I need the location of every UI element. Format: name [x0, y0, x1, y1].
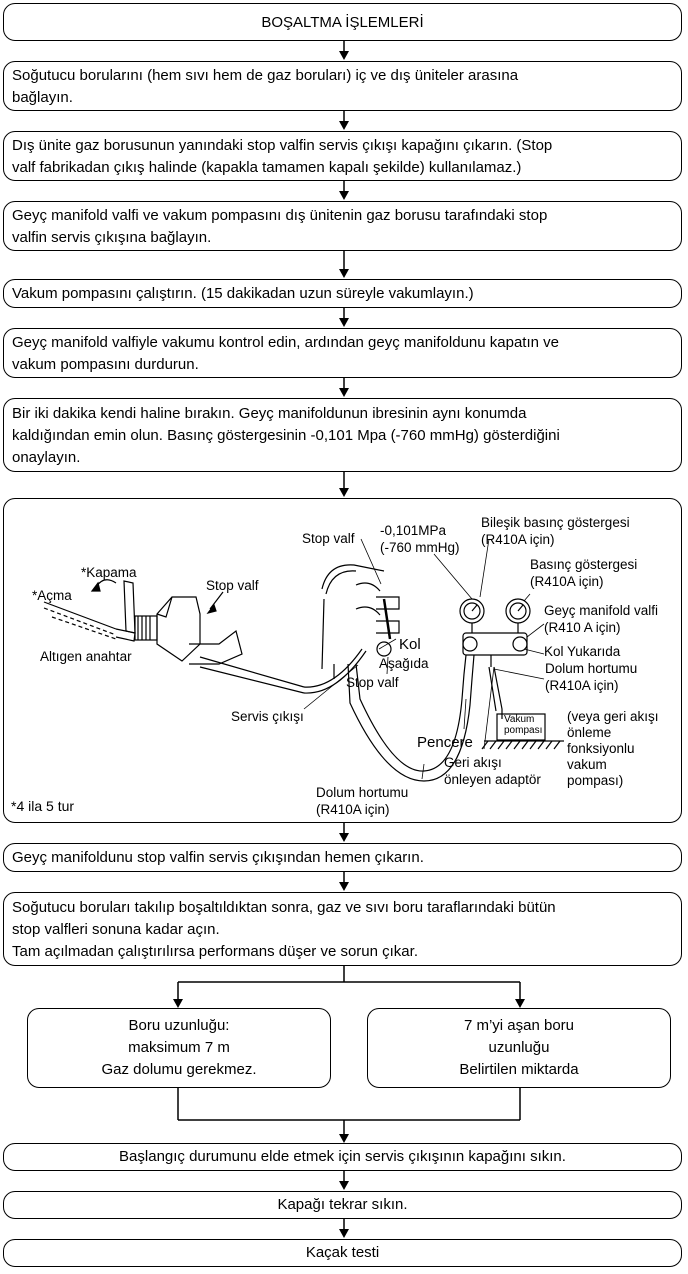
step-3-line-2: valfin servis çıkışına bağlayın. — [12, 229, 212, 246]
outdoor-unit-icon — [321, 564, 400, 679]
label-altigen-anahtar: Altıgen anahtar — [40, 649, 132, 664]
step-8: Soğutucu boruları takılıp boşaltıldıktan… — [3, 892, 682, 966]
step-9-text: Başlangıç durumunu elde etmek için servi… — [119, 1148, 566, 1165]
vacuum-pump-icon — [481, 713, 564, 750]
left-branch-box: Boru uzunluğu: maksimum 7 m Gaz dolumu g… — [27, 1008, 331, 1088]
arrow-down-icon — [339, 823, 349, 842]
label-dolum-b2: (R410A için) — [316, 802, 390, 817]
step-9: Başlangıç durumunu elde etmek için servi… — [3, 1143, 682, 1171]
label-veya-5: pompası) — [567, 773, 624, 788]
label-stop-valf-1: Stop valf — [206, 578, 259, 593]
label-basinc-2: (R410A için) — [530, 574, 604, 589]
step-6-line-3: onaylayın. — [12, 449, 81, 466]
label-vakum-1: Vakum — [504, 714, 535, 725]
label-vakum-2: pompası — [504, 725, 543, 736]
step-6: Bir iki dakika kendi haline bırakın. Gey… — [3, 398, 682, 472]
branch-connector — [173, 966, 525, 1008]
left-branch-line-2: maksimum 7 m — [128, 1039, 230, 1056]
label-geri-1: Geri akışı — [444, 755, 502, 770]
arrow-down-icon — [339, 872, 349, 891]
label-bilesik-2: (R410A için) — [481, 532, 555, 547]
step-8-line-2: stop valfleri sonuna kadar açın. — [12, 921, 220, 938]
merge-connector — [177, 1088, 521, 1143]
label-pencere: Pencere — [417, 734, 473, 751]
label-dolum-1: Dolum hortumu — [545, 661, 638, 676]
arrow-down-icon — [339, 41, 349, 60]
step-5: Geyç manifold valfiyle vakumu kontrol ed… — [3, 328, 682, 378]
right-branch-line-2: uzunluğu — [488, 1039, 550, 1056]
label-servis-cikisi: Servis çıkışı — [231, 709, 304, 724]
illustration-box: *Kapama *Açma Altıgen anahtar Stop valf … — [3, 498, 682, 823]
step-4-line-1: Vakum pompasını çalıştırın. (15 dakikada… — [12, 285, 474, 302]
label-pressure-2: (-760 mmHg) — [380, 540, 460, 555]
label-stop-valf-3: Stop valf — [346, 675, 399, 690]
step-2: Dış ünite gaz borusunun yanındaki stop v… — [3, 131, 682, 181]
vacuum-setup-illustration — [43, 538, 564, 782]
label-manifold-1: Geyç manifold valfi — [544, 603, 659, 618]
label-kapama: *Kapama — [81, 565, 137, 580]
label-bilesik-1: Bileşik basınç göstergesi — [481, 515, 630, 530]
step-7-line-1: Geyç manifoldunu stop valfin servis çıkı… — [12, 849, 424, 866]
arrow-down-icon — [339, 111, 349, 130]
step-8-line-3: Tam açılmadan çalıştırılırsa performans … — [12, 943, 418, 960]
label-manifold-2: (R410 A için) — [544, 620, 621, 635]
step-5-line-2: vakum pompasını durdurun. — [12, 356, 199, 373]
step-1-line-1: Soğutucu borularını (hem sıvı hem de gaz… — [12, 67, 519, 84]
hex-wrench-icon — [43, 579, 136, 642]
arrow-down-icon — [339, 308, 349, 327]
step-3-line-1: Geyç manifold valfi ve vakum pompasını d… — [12, 207, 548, 224]
page-title: BOŞALTMA İŞLEMLERİ — [261, 14, 424, 31]
step-6-line-1: Bir iki dakika kendi haline bırakın. Gey… — [12, 405, 527, 422]
arrow-down-icon — [339, 378, 349, 397]
step-6-line-2: kaldığından emin olun. Basınç göstergesi… — [12, 427, 560, 444]
stop-valve-icon — [134, 591, 367, 694]
label-tur: *4 ila 5 tur — [11, 798, 75, 814]
label-geri-2: önleyen adaptör — [444, 772, 541, 787]
label-pressure-1: -0,101MPa — [380, 523, 447, 538]
label-basinc-1: Basınç göstergesi — [530, 557, 638, 572]
step-5-line-1: Geyç manifold valfiyle vakumu kontrol ed… — [12, 334, 559, 351]
arrow-down-icon — [339, 472, 349, 497]
right-branch-box: 7 m’yi aşan boru uzunluğu Belirtilen mik… — [367, 1008, 671, 1088]
left-branch-line-3: Gaz dolumu gerekmez. — [101, 1061, 257, 1078]
arrow-down-icon — [339, 1219, 349, 1238]
label-kol-yukarida: Kol Yukarıda — [544, 644, 621, 659]
label-veya-3: fonksiyonlu — [567, 741, 635, 756]
arrow-down-icon — [339, 251, 349, 278]
label-veya-1: (veya geri akışı — [567, 709, 659, 724]
label-kol: Kol — [399, 636, 421, 653]
label-dolum-b1: Dolum hortumu — [316, 785, 409, 800]
label-asagida: Aşağıda — [379, 656, 429, 671]
step-2-line-1: Dış ünite gaz borusunun yanındaki stop v… — [12, 137, 553, 154]
step-8-line-1: Soğutucu boruları takılıp boşaltıldıktan… — [12, 899, 556, 916]
step-1: Soğutucu borularını (hem sıvı hem de gaz… — [3, 61, 682, 111]
step-11: Kaçak testi — [3, 1239, 682, 1267]
step-3: Geyç manifold valfi ve vakum pompasını d… — [3, 201, 682, 251]
label-veya-4: vakum — [567, 757, 607, 772]
step-10-text: Kapağı tekrar sıkın. — [277, 1196, 408, 1213]
label-stop-valf-2: Stop valf — [302, 531, 355, 546]
step-10: Kapağı tekrar sıkın. — [3, 1191, 682, 1219]
step-2-line-2: valf fabrikadan çıkış halinde (kapakla t… — [12, 159, 522, 176]
label-veya-2: önleme — [567, 725, 612, 740]
arrow-down-icon — [339, 181, 349, 200]
step-1-line-2: bağlayın. — [12, 89, 73, 106]
right-branch-line-3: Belirtilen miktarda — [459, 1061, 579, 1078]
left-branch-line-1: Boru uzunluğu: — [128, 1017, 230, 1034]
label-dolum-2: (R410A için) — [545, 678, 619, 693]
step-7: Geyç manifoldunu stop valfin servis çıkı… — [3, 843, 682, 872]
step-4: Vakum pompasını çalıştırın. (15 dakikada… — [3, 279, 682, 308]
title-box: BOŞALTMA İŞLEMLERİ — [3, 3, 682, 41]
right-branch-line-1: 7 m’yi aşan boru — [463, 1017, 575, 1034]
gauge-icon — [347, 598, 531, 782]
label-acma: *Açma — [32, 588, 72, 603]
step-11-text: Kaçak testi — [305, 1244, 380, 1261]
arrow-down-icon — [339, 1171, 349, 1190]
